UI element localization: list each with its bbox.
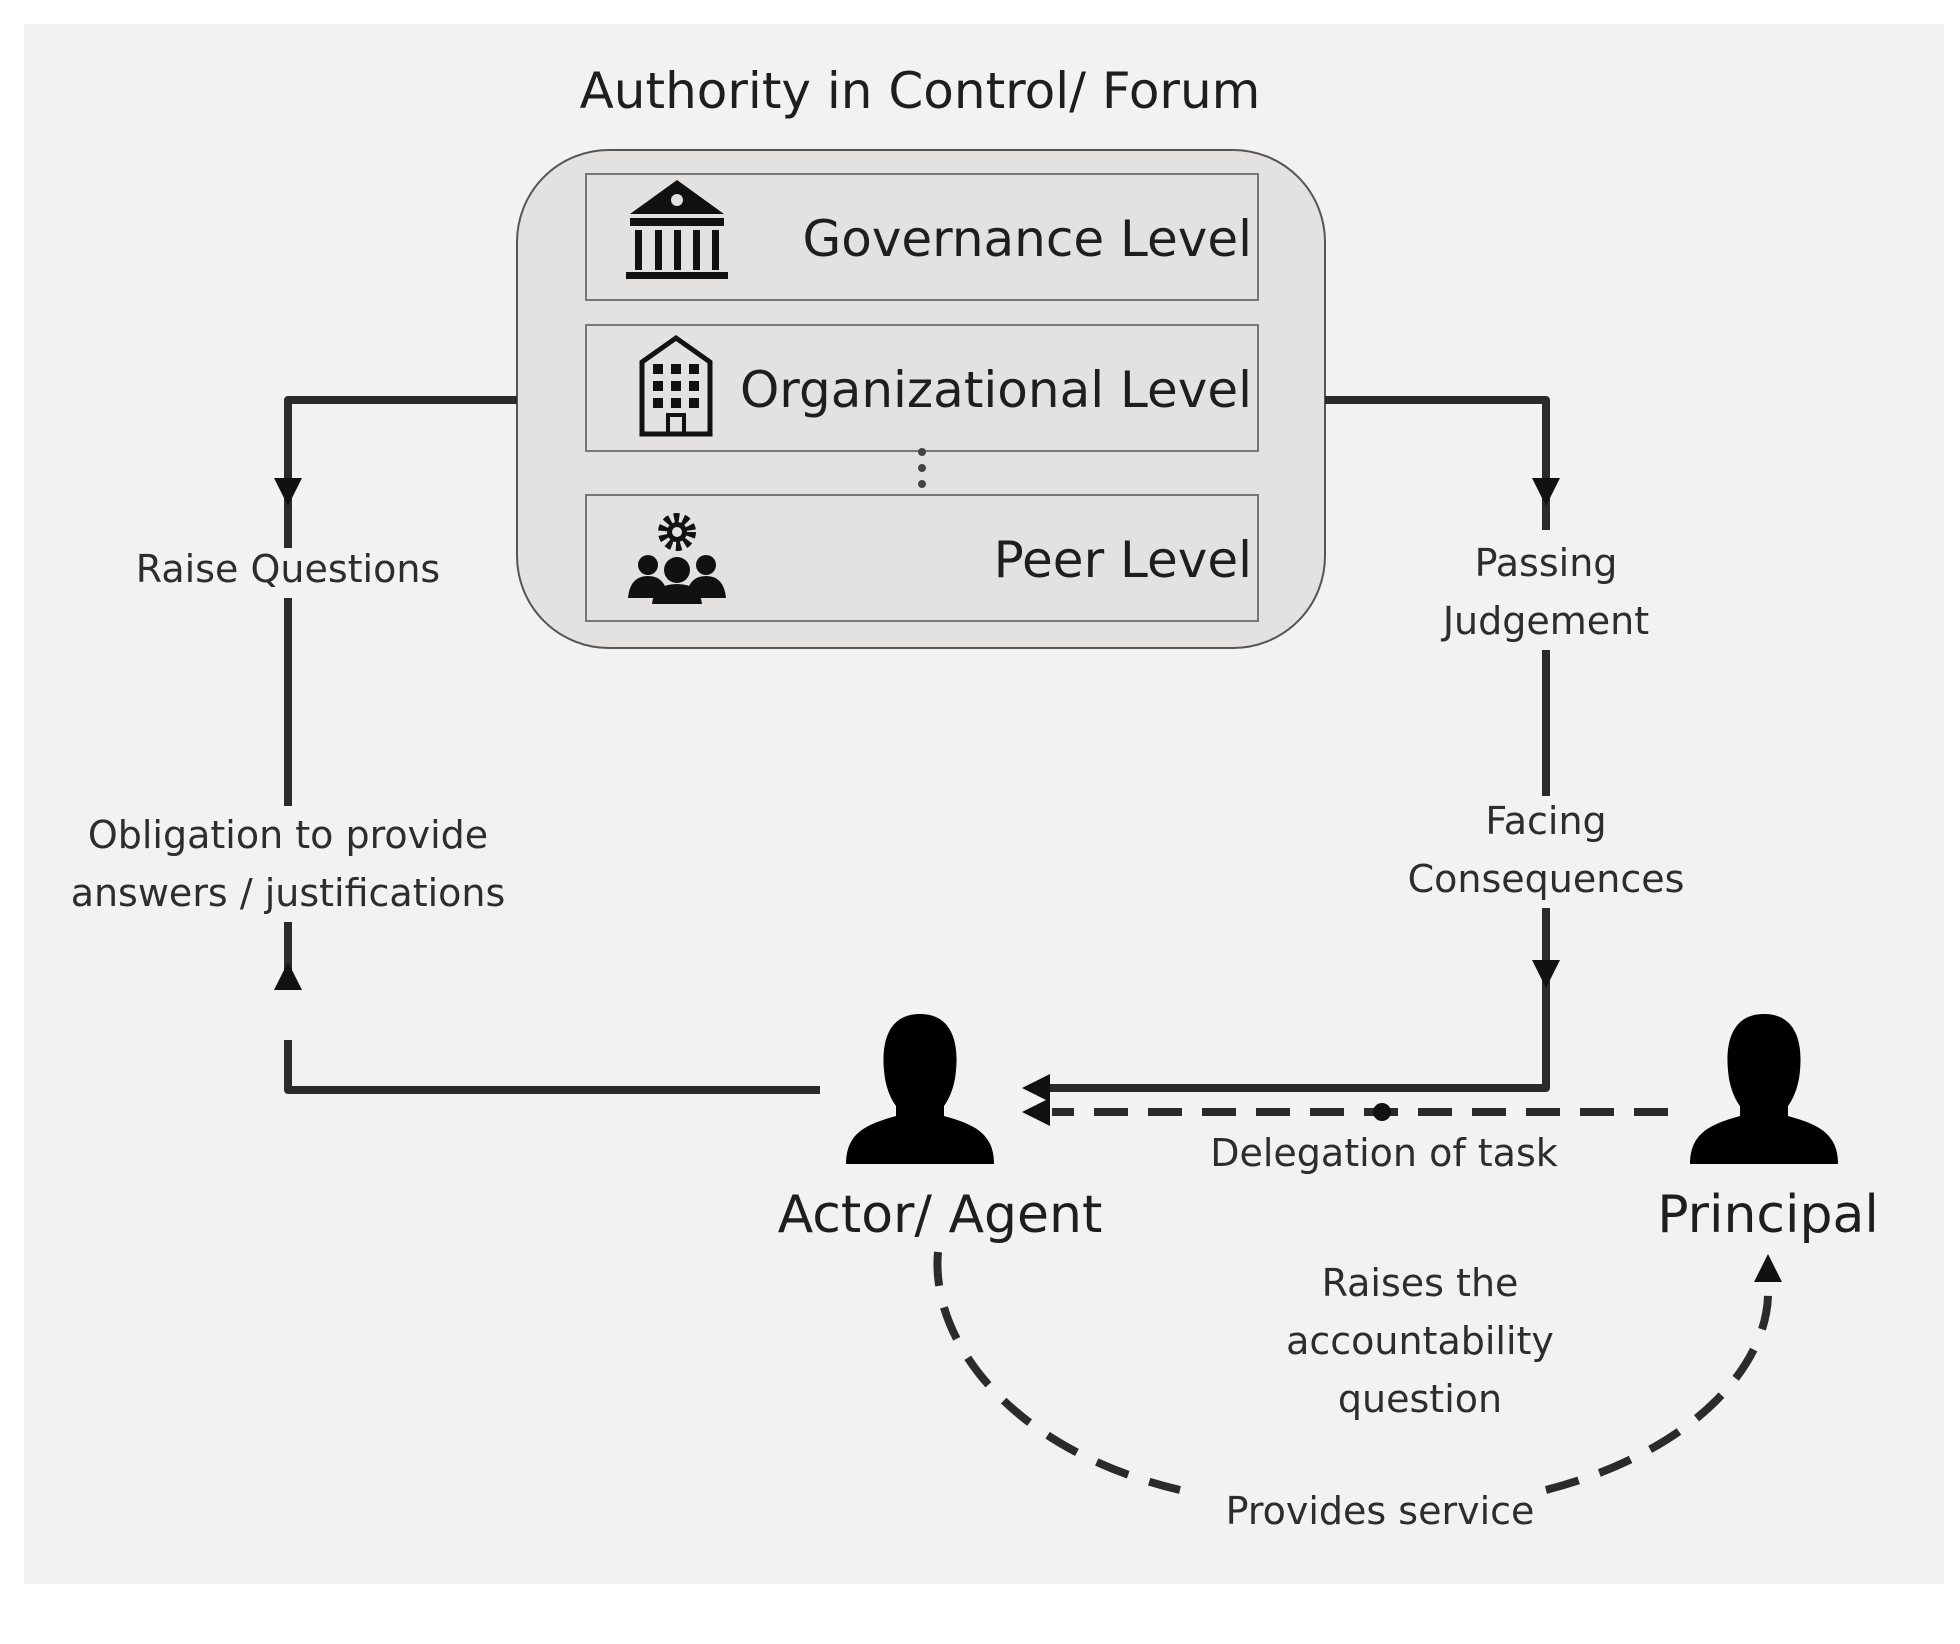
passing-judgement-label-line2: Judgement	[1441, 599, 1649, 643]
obligation-label-line2: answers / justifications	[71, 871, 506, 915]
raises-question-label-line1: Raises the	[1322, 1261, 1519, 1305]
organizational-level-box	[585, 324, 1259, 452]
peer-group-icon	[628, 513, 726, 604]
governance-level-label: Governance Level	[802, 210, 1252, 268]
peer-level-label: Peer Level	[994, 531, 1252, 589]
consequences-to-agent-arrow	[1022, 1074, 1050, 1102]
raise-questions-label: Raise Questions	[136, 547, 440, 591]
facing-consequences-label-line1: Facing	[1485, 799, 1606, 843]
passing-judgement-arrow	[1532, 478, 1560, 506]
provides-service-arc	[933, 1251, 1181, 1494]
passing-judgement-label-line1: Passing	[1475, 541, 1618, 585]
raises-question-label-line2: accountability	[1286, 1319, 1554, 1363]
agent-person-icon	[846, 1014, 994, 1164]
principal-label: Principal	[1657, 1185, 1879, 1245]
more-levels-ellipsis	[918, 448, 926, 488]
obligation-label-line1: Obligation to provide	[88, 813, 488, 857]
delegation-arrow	[1022, 1098, 1050, 1126]
facing-consequences-arrow	[1532, 960, 1560, 988]
forum-title: Authority in Control/ Forum	[580, 62, 1261, 120]
office-building-icon	[639, 334, 713, 437]
delegation-label: Delegation of task	[1210, 1131, 1558, 1175]
raises-question-label-line3: question	[1338, 1377, 1502, 1421]
principal-person-icon	[1690, 1014, 1838, 1164]
institution-icon	[626, 180, 728, 279]
provides-service-label: Provides service	[1226, 1489, 1535, 1533]
raise-questions-arrow	[274, 478, 302, 506]
obligation-arrow	[274, 962, 302, 990]
accountability-question-arrow	[1754, 1254, 1782, 1282]
provides-service-arc-right	[1544, 1289, 1773, 1494]
facing-consequences-label-line2: Consequences	[1408, 857, 1685, 901]
agent-label: Actor/ Agent	[778, 1185, 1103, 1245]
delegation-dot	[1373, 1103, 1391, 1121]
organizational-level-label: Organizational Level	[740, 361, 1252, 419]
